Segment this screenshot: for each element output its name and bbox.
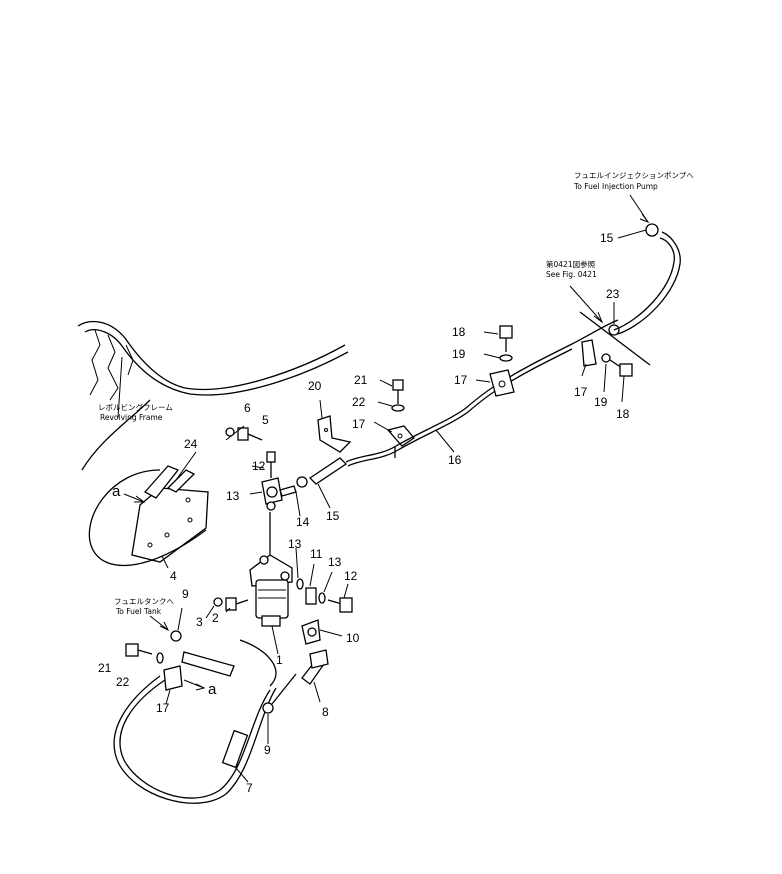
callout-21-lower: 21 [98, 661, 112, 675]
callout-19-right: 19 [594, 395, 608, 409]
gasket-13-left [296, 578, 304, 590]
tank-arrow [149, 615, 170, 632]
view-mark-a-top: a [112, 483, 121, 500]
hose-tank-curve [239, 639, 277, 687]
gasket-13-right [318, 592, 326, 604]
bracket-plate [131, 487, 209, 563]
nut-9-lower [262, 702, 274, 714]
callout-13-right: 13 [328, 555, 342, 569]
bracket-20 [317, 415, 352, 453]
tank-note-en: To Fuel Tank [115, 607, 162, 616]
frame-label-en: Revolving Frame [100, 413, 163, 422]
elbow-10 [301, 619, 321, 645]
callout-17-right: 17 [574, 385, 588, 399]
callout-13-bracket: 13 [226, 489, 240, 503]
callout-22-middle: 22 [352, 395, 366, 409]
bolt-12-side [327, 597, 353, 613]
callout-11: 11 [310, 547, 323, 561]
nut-15-top [645, 223, 659, 237]
callout-3: 3 [196, 615, 203, 629]
clamp-17-lower [163, 665, 183, 691]
washer-6 [225, 427, 235, 437]
callout-17-lower: 17 [156, 701, 170, 715]
callout-14: 14 [296, 515, 310, 529]
bolt-2 [225, 597, 249, 611]
bolt-21-lower [125, 643, 153, 657]
bracket-24 [143, 465, 196, 499]
callout-9-upper: 9 [182, 587, 189, 601]
bolt-18-upper [499, 325, 513, 352]
clip-14 [296, 476, 308, 488]
washer-19-upper [499, 354, 513, 362]
leader-lines [161, 229, 647, 783]
fitting-11 [305, 587, 317, 605]
callout-5: 5 [262, 413, 269, 427]
hose-15-short [308, 457, 348, 485]
bolt-21-middle [392, 379, 404, 404]
callout-13-left: 13 [288, 537, 302, 551]
pump-note-en: To Fuel Injection Pump [573, 182, 658, 191]
callout-8: 8 [322, 705, 329, 719]
callout-20: 20 [308, 379, 322, 393]
callout-numbers: 1 2 3 4 5 6 7 8 9 9 10 11 12 12 13 13 13… [98, 231, 630, 795]
bolt-12-top [266, 451, 276, 478]
callout-2: 2 [212, 611, 219, 625]
callout-1: 1 [276, 653, 283, 667]
tank-note-jp: フュエルタンクへ [114, 597, 174, 606]
washer-below-bracket [266, 501, 276, 511]
fig-note-jp: 第0421図参照 [546, 259, 596, 269]
callout-9-lower: 9 [264, 743, 271, 757]
filter-head-bracket [261, 477, 297, 505]
view-mark-a-bottom: a [208, 681, 217, 698]
callout-6: 6 [244, 401, 251, 415]
callout-12-side: 12 [344, 569, 358, 583]
callout-23: 23 [606, 287, 620, 301]
callout-21-middle: 21 [354, 373, 368, 387]
view-arrow-a-bottom [183, 679, 206, 691]
fig-note-en: See Fig. 0421 [546, 270, 597, 279]
washer-22-middle [391, 404, 405, 412]
revolving-frame-outline [77, 320, 349, 471]
clamp-17-right [581, 339, 597, 367]
callout-22-lower: 22 [116, 675, 130, 689]
callout-19-upper: 19 [452, 347, 466, 361]
callout-18-upper: 18 [452, 325, 466, 339]
washer-22-lower [156, 652, 164, 664]
callout-7: 7 [246, 781, 253, 795]
callout-24: 24 [184, 437, 198, 451]
fuel-filter [249, 512, 293, 627]
callout-16: 16 [448, 453, 462, 467]
hose-sleeve-tank [181, 651, 235, 677]
bolt-18-right [609, 359, 633, 377]
callout-18-right: 18 [616, 407, 630, 421]
fuel-pipe-16 [345, 319, 619, 463]
bolt-5 [237, 427, 263, 441]
hose-sleeve-7 [221, 729, 249, 769]
hose-loop-left [88, 469, 207, 566]
pump-pipe [613, 237, 675, 331]
hose-7-loop [119, 679, 271, 799]
callout-17-upper: 17 [454, 373, 468, 387]
callout-4: 4 [170, 569, 177, 583]
clamp-17-middle [386, 425, 415, 447]
callout-12-top: 12 [252, 459, 266, 473]
callout-15-lower: 15 [326, 509, 340, 523]
elbow-8 [301, 649, 329, 685]
callout-15-upper: 15 [600, 231, 614, 245]
nut-9-upper [170, 630, 182, 642]
washer-3 [213, 597, 223, 607]
frame-label-jp: レボルビングフレーム [98, 402, 173, 412]
washer-19-right [601, 353, 611, 363]
callout-10: 10 [346, 631, 360, 645]
pump-note-jp: フュエルインジェクションポンプへ [574, 171, 694, 180]
clamp-17-upper [489, 369, 515, 397]
callout-17-middle: 17 [352, 417, 366, 431]
view-arrow-a-top [123, 493, 146, 503]
